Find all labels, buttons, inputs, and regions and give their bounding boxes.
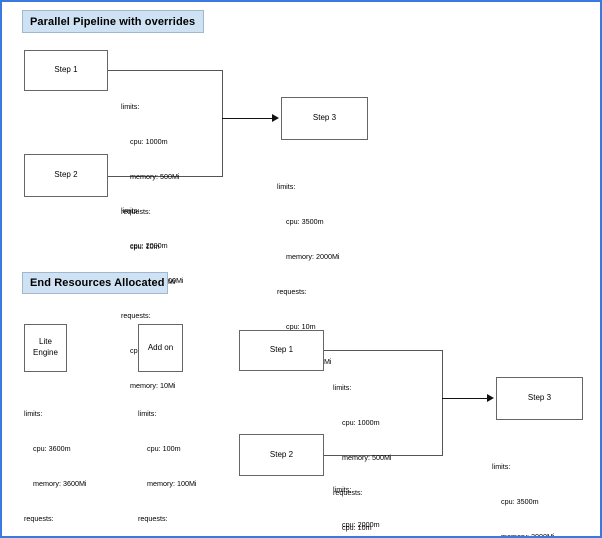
spec-allocated-step-1: limits: cpu: 1000m memory: 500Mi request… xyxy=(333,359,392,536)
spec-requests-memory: memory: 10Mi xyxy=(130,381,176,391)
spec-limits-label: limits: xyxy=(492,462,511,472)
spec-limits-memory: memory: 500Mi xyxy=(342,453,392,463)
spec-limits-memory: memory: 500Mi xyxy=(130,172,180,182)
spec-requests-cpu: cpu: 10m xyxy=(286,322,316,332)
node-allocated-step-2[interactable]: Step 2 xyxy=(239,434,324,476)
arrowhead-allocated-to-step3-icon xyxy=(487,394,494,402)
spec-requests-label: requests: xyxy=(121,311,151,321)
section-header-parallel-pipeline: Parallel Pipeline with overrides xyxy=(22,10,204,33)
spec-limits-cpu: cpu: 1000m xyxy=(130,137,168,147)
node-pipeline-step-2[interactable]: Step 2 xyxy=(24,154,108,197)
spec-requests-cpu: cpu: 10m xyxy=(342,523,372,533)
connector-allocated-step2-horizontal xyxy=(324,455,442,456)
spec-limits-cpu: cpu: 3500m xyxy=(286,217,324,227)
spec-allocated-step-2: limits: cpu: 2000m memory: 3000Mi reques… xyxy=(333,461,396,536)
connector-step1-horizontal xyxy=(108,70,222,71)
node-allocated-step-1[interactable]: Step 1 xyxy=(239,330,324,371)
spec-requests-label: requests: xyxy=(277,287,307,297)
spec-limits-label: limits: xyxy=(121,206,140,216)
spec-limits-label: limits: xyxy=(277,182,296,192)
node-lite-engine[interactable]: Lite Engine xyxy=(24,324,67,372)
connector-allocated-to-step3-line xyxy=(442,398,488,399)
spec-limits-cpu: cpu: 100m xyxy=(147,444,181,454)
spec-limits-memory: memory: 3600Mi xyxy=(33,479,87,489)
spec-requests-cpu: cpu: 10m xyxy=(130,242,160,252)
spec-limits-cpu: cpu: 1000m xyxy=(342,418,380,428)
spec-limits-cpu: cpu: 3600m xyxy=(33,444,71,454)
spec-limits-cpu: cpu: 2000m xyxy=(130,241,168,251)
node-allocated-step-3[interactable]: Step 3 xyxy=(496,377,583,420)
connector-to-step3-line xyxy=(222,118,273,119)
node-lite-engine-line-1: Lite xyxy=(39,337,52,347)
spec-pipeline-step-2: limits: cpu: 2000m memory: 3000Mi reques… xyxy=(121,182,184,415)
spec-limits-label: limits: xyxy=(333,485,352,495)
node-add-on[interactable]: Add on xyxy=(138,324,183,372)
spec-limits-cpu: cpu: 3500m xyxy=(501,497,539,507)
connector-junction-vertical xyxy=(222,70,223,177)
spec-limits-memory: memory: 2000Mi xyxy=(286,252,340,262)
spec-requests-label: requests: xyxy=(333,488,363,498)
node-lite-engine-line-2: Engine xyxy=(33,348,58,357)
connector-allocated-step1-horizontal xyxy=(324,350,442,351)
node-pipeline-step-3[interactable]: Step 3 xyxy=(281,97,368,140)
spec-limits-memory: memory: 100Mi xyxy=(147,479,197,489)
spec-limits-cpu: cpu: 2000m xyxy=(342,520,380,530)
spec-limits-label: limits: xyxy=(24,409,43,419)
spec-limits-label: limits: xyxy=(121,102,140,112)
arrowhead-to-step3-icon xyxy=(272,114,279,122)
spec-allocated-step-3: limits: cpu: 3500m memory: 2000Mi reques… xyxy=(492,438,555,538)
spec-requests-label: requests: xyxy=(138,514,168,524)
spec-add-on: limits: cpu: 100m memory: 100Mi requests… xyxy=(138,385,197,536)
node-pipeline-step-1[interactable]: Step 1 xyxy=(24,50,108,91)
section-header-end-resources: End Resources Allocated xyxy=(22,272,168,294)
spec-lite-engine: limits: cpu: 3600m memory: 3600Mi reques… xyxy=(24,385,87,536)
spec-requests-label: requests: xyxy=(24,514,54,524)
connector-step2-horizontal xyxy=(108,176,222,177)
spec-limits-label: limits: xyxy=(333,383,352,393)
spec-limits-label: limits: xyxy=(138,409,157,419)
connector-allocated-junction-vertical xyxy=(442,350,443,456)
spec-limits-memory: memory: 2000Mi xyxy=(501,532,555,538)
spec-requests-label: requests: xyxy=(121,207,151,217)
